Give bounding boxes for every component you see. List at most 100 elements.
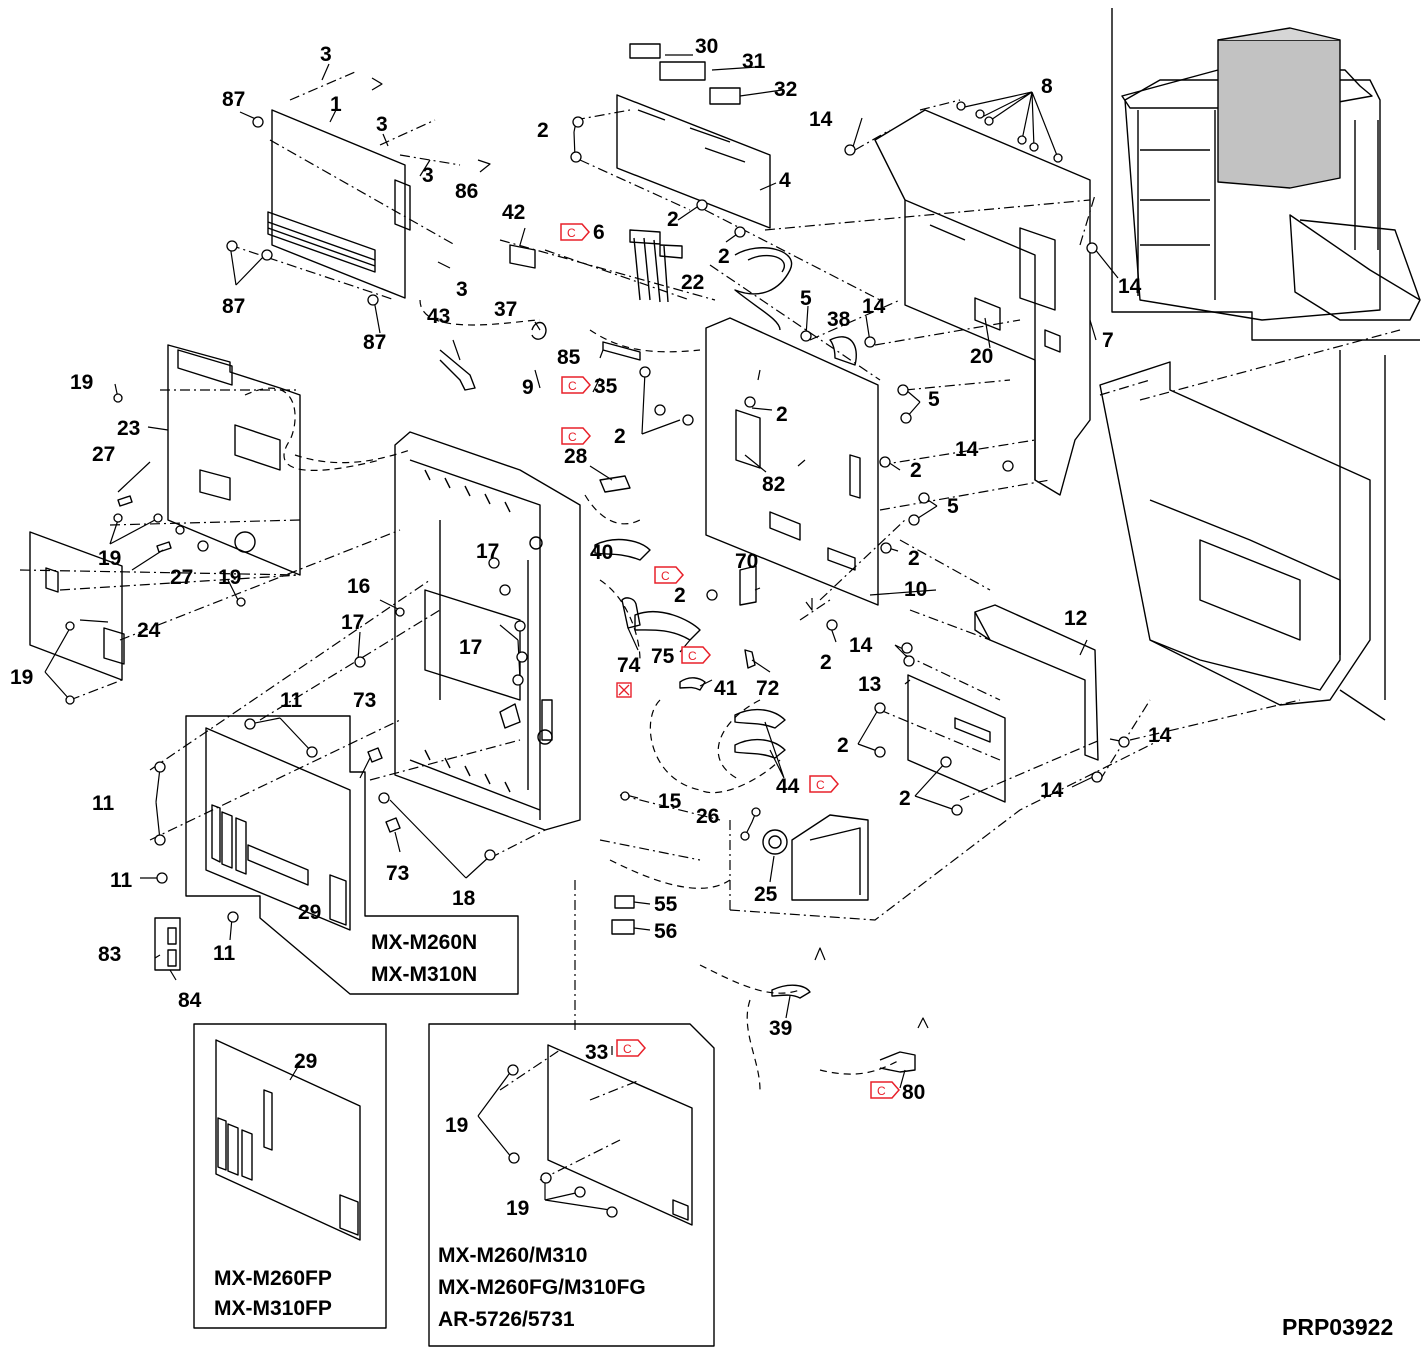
board-29-fp [215,1039,361,1241]
callout-87: 87 [363,331,387,354]
callout-87: 87 [222,295,246,318]
callout-2: 2 [908,547,920,570]
callout-11: 11 [92,792,115,815]
callout-18: 18 [452,887,476,910]
main-frame [394,431,581,831]
callout-35: 35 [594,375,618,398]
svg-text:C: C [816,778,825,792]
callout-4: 4 [779,169,791,192]
callout-80: 80 [902,1081,926,1104]
callout-9: 9 [522,376,534,399]
callout-11: 11 [213,942,236,965]
svg-text:C: C [568,379,577,393]
callout-2: 2 [667,208,679,231]
callout-19: 19 [506,1197,530,1220]
callout-19: 19 [98,547,122,570]
callout-6: 6 [593,221,605,244]
callout-17: 17 [341,611,365,634]
callout-11: 11 [280,689,303,712]
callout-28: 28 [564,445,588,468]
callout-40: 40 [590,541,614,564]
callout-87: 87 [222,88,246,111]
callout-19: 19 [10,666,34,689]
callout-44: 44 [776,775,800,798]
callout-27: 27 [170,566,194,589]
group-std-model-2: MX-M260FG/M310FG [438,1276,646,1299]
callout-84: 84 [178,989,202,1012]
callout-15: 15 [658,790,682,813]
callout-82: 82 [762,473,786,496]
fan-panel [762,814,869,901]
callout-22: 22 [681,271,705,294]
board-4 [616,43,771,229]
callout-5: 5 [928,388,940,411]
callout-75: 75 [651,645,675,668]
callout-7: 7 [1102,329,1114,352]
callout-14: 14 [1148,724,1172,747]
board-29 [205,727,351,931]
callout-2: 2 [820,651,832,674]
callout-33: 33 [585,1041,609,1064]
callout-1: 1 [330,93,342,116]
board-23 [167,344,301,576]
frame-12 [974,604,1099,761]
board-1 [267,109,411,299]
group-n-model-2: MX-M310N [371,963,478,986]
callout-10: 10 [904,578,928,601]
callout-83: 83 [98,943,122,966]
callout-73: 73 [386,862,410,885]
screws [65,101,1130,1218]
callout-2: 2 [537,119,549,142]
callout-11: 11 [110,869,133,892]
callout-23: 23 [117,417,141,440]
callout-17: 17 [476,540,500,563]
callout-73: 73 [353,689,377,712]
callout-17: 17 [459,636,483,659]
group-fp-model-1: MX-M260FP [214,1267,332,1290]
callout-3: 3 [376,113,388,136]
callout-20: 20 [970,345,994,368]
callout-29: 29 [294,1050,318,1073]
board-10 [705,317,879,606]
flat-cables [594,336,857,999]
callout-14: 14 [849,634,873,657]
callout-72: 72 [756,677,780,700]
group-n-frame [185,715,519,995]
callout-86: 86 [455,180,479,203]
callout-19: 19 [218,566,242,589]
board-13 [907,674,1006,803]
callout-2: 2 [776,403,788,426]
callout-2: 2 [837,734,849,757]
group-std-model-1: MX-M260/M310 [438,1244,588,1267]
machine-frame-right [1099,350,1386,721]
callout-14: 14 [809,108,833,131]
callout-14: 14 [1118,275,1142,298]
callout-85: 85 [557,346,581,369]
callout-37: 37 [494,298,518,321]
copier-location-inset [1111,8,1421,341]
callout-74: 74 [617,654,641,677]
callout-2: 2 [899,787,911,810]
callout-19: 19 [70,371,94,394]
callout-30: 30 [695,35,719,58]
svg-text:C: C [688,649,697,663]
callout-16: 16 [347,575,371,598]
callout-55: 55 [654,893,678,916]
cable-6 [629,229,683,303]
callout-14: 14 [862,295,886,318]
callout-42: 42 [502,201,526,224]
group-std-frame [428,1023,715,1347]
callout-26: 26 [696,805,720,828]
callout-43: 43 [427,305,451,328]
callout-12: 12 [1064,607,1088,630]
callout-2: 2 [910,459,922,482]
group-std-model-3: AR-5726/5731 [438,1308,575,1331]
cable-22 [734,247,793,331]
callout-32: 32 [774,78,798,101]
callout-29: 29 [298,901,322,924]
callout-14: 14 [955,438,979,461]
diagram-code: PRP03922 [1282,1314,1394,1340]
c-badges [560,223,900,1099]
svg-text:C: C [661,569,670,583]
